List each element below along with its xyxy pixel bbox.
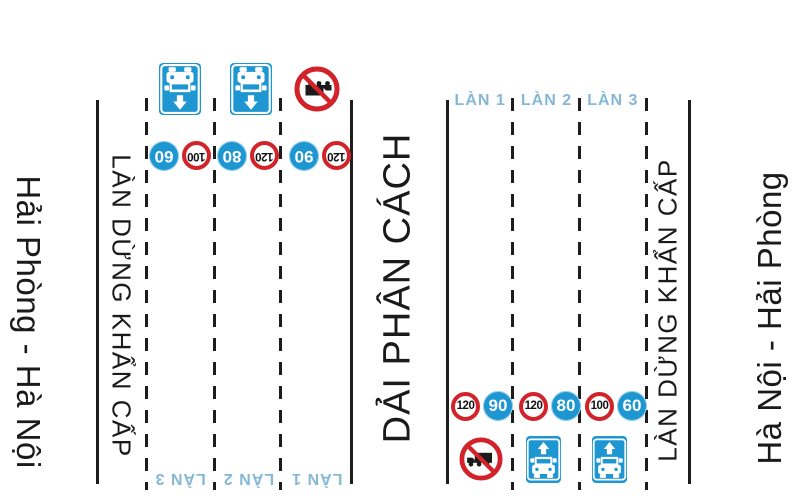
min-speed-sign: 80 xyxy=(217,141,247,171)
max-speed-sign: 120 xyxy=(451,391,480,421)
lane-label: LÀN 3 xyxy=(587,92,639,109)
max-speed-sign: 120 xyxy=(519,391,548,421)
no-trucks-sign-icon xyxy=(459,437,503,481)
car-lane-sign xyxy=(230,63,272,115)
lane-labels-right: LÀN 1 LÀN 2 LÀN 3 xyxy=(447,91,646,111)
no-trucks-sign xyxy=(459,437,503,481)
no-trucks-sign xyxy=(294,66,340,112)
min-speed-sign: 90 xyxy=(289,141,319,171)
lane-divider-dashed xyxy=(144,98,148,490)
speed-sign-pair-lane1: 120 90 xyxy=(289,141,351,171)
car-lane-sign-icon xyxy=(526,436,561,483)
car-lane-sign-icon xyxy=(592,436,627,483)
car-lane-sign-icon xyxy=(230,63,272,115)
min-speed-sign: 60 xyxy=(617,391,647,421)
median-edge-line-right xyxy=(445,100,449,484)
car-lane-sign xyxy=(526,436,561,483)
median-edge-line-left xyxy=(349,100,353,484)
max-speed-sign: 120 xyxy=(250,141,279,171)
speed-sign-pair-lane3: 100 60 xyxy=(585,391,647,421)
route-label-left: Hải Phòng - Hà Nội xyxy=(10,175,47,469)
road-edge-line xyxy=(687,100,691,484)
lane-label: LÀN 3 xyxy=(154,470,206,487)
lane-labels-left: LÀN 1 LÀN 2 LÀN 3 xyxy=(146,468,351,488)
min-speed-sign: 60 xyxy=(149,141,179,171)
lane-label: LÀN 2 xyxy=(520,92,573,109)
lane-divider-dashed xyxy=(577,98,581,490)
speed-sign-pair-lane1: 120 90 xyxy=(451,391,513,421)
car-lane-sign xyxy=(592,436,627,483)
lane-label: LÀN 2 xyxy=(222,470,275,487)
speed-sign-pair-lane2: 120 80 xyxy=(519,391,581,421)
lane-divider-dashed xyxy=(644,98,648,490)
lane-divider-dashed xyxy=(212,98,216,490)
car-lane-sign xyxy=(159,63,201,115)
median-label: DẢI PHÂN CÁCH xyxy=(376,132,419,444)
min-speed-sign: 90 xyxy=(483,391,513,421)
speed-sign-pair-lane3: 100 60 xyxy=(149,141,211,171)
max-speed-sign: 100 xyxy=(585,391,614,421)
road-edge-line xyxy=(95,100,99,484)
lane-label: LÀN 1 xyxy=(291,470,343,487)
no-trucks-sign-icon xyxy=(294,66,340,112)
speed-sign-pair-lane2: 120 80 xyxy=(217,141,279,171)
lane-divider-dashed xyxy=(278,98,282,490)
emergency-lane-label-left: LÀN DỪNG KHẨN CẤP xyxy=(106,154,137,458)
max-speed-sign: 120 xyxy=(322,141,351,171)
emergency-lane-label-right: LÀN DỪNG KHẨN CẤP xyxy=(652,158,683,462)
lane-label: LÀN 1 xyxy=(454,92,506,109)
lane-divider-dashed xyxy=(510,98,514,490)
max-speed-sign: 100 xyxy=(182,141,211,171)
min-speed-sign: 80 xyxy=(551,391,581,421)
car-lane-sign-icon xyxy=(159,63,201,115)
route-label-right: Hà Nội - Hải Phòng xyxy=(751,171,788,465)
